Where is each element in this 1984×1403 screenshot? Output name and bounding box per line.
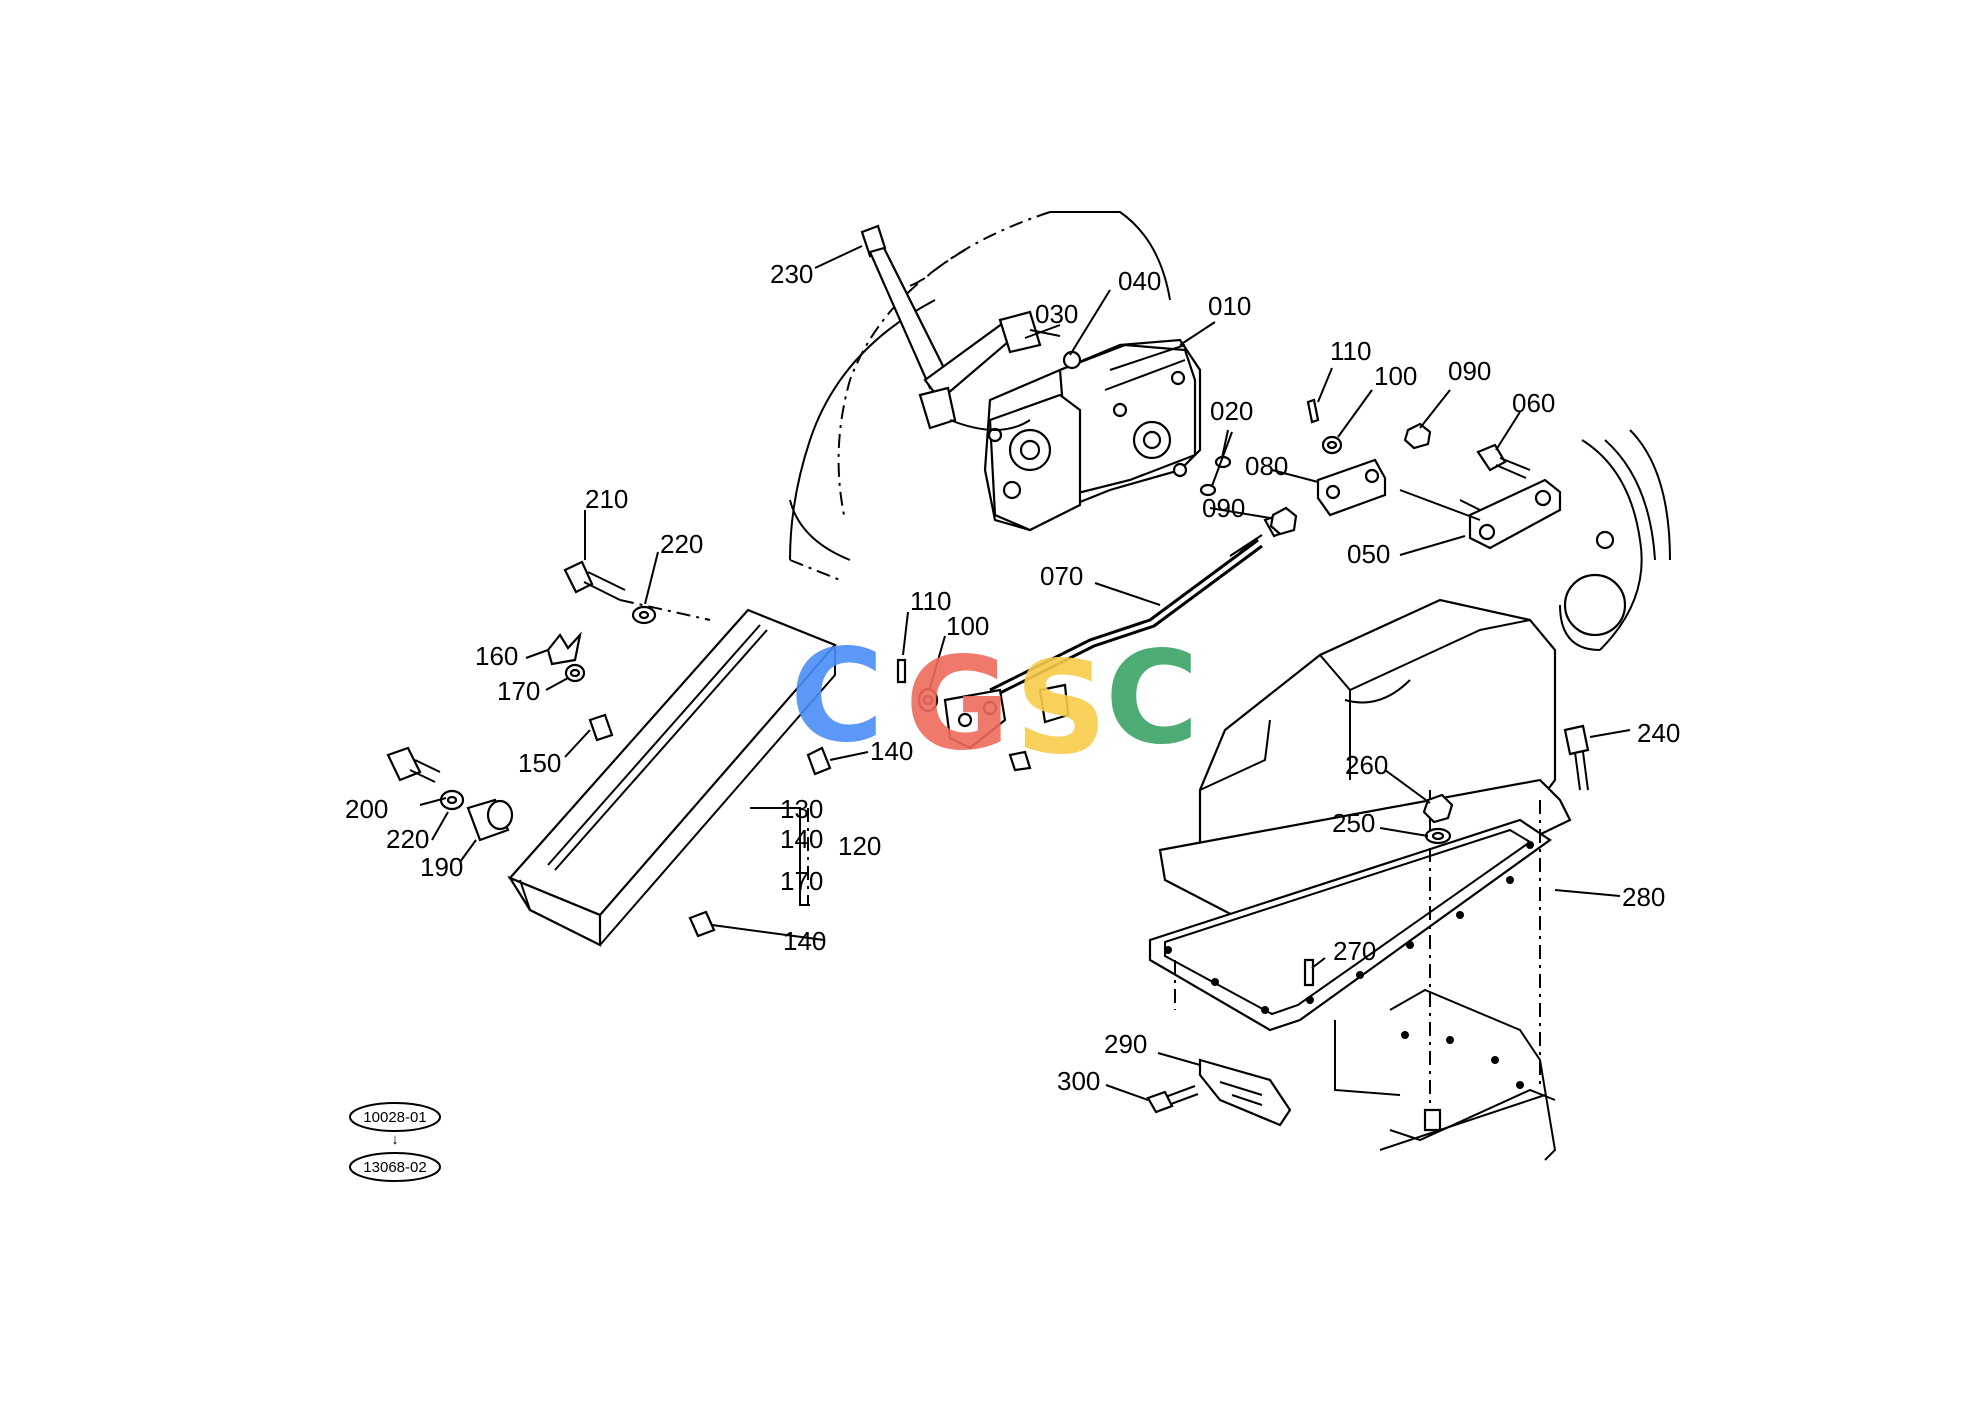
label-170-bracket: 170 — [780, 866, 823, 896]
spacer-190 — [466, 798, 514, 842]
transmission-housing-outline — [1559, 429, 1671, 651]
washer-220-lower — [439, 789, 465, 811]
bolt-210 — [563, 560, 626, 601]
washers-020 — [1199, 455, 1232, 497]
clip-140-upper — [806, 746, 832, 776]
label-070: 070 — [1040, 561, 1083, 591]
label-040: 040 — [1118, 266, 1161, 296]
reference-codes: 10028-01 ↓ 13068-02 — [349, 1102, 441, 1182]
reference-arrow: ↓ — [391, 1131, 399, 1148]
cover-plate-290 — [1198, 1058, 1292, 1127]
label-010: 010 — [1208, 291, 1251, 321]
label-060: 060 — [1512, 388, 1555, 418]
watermark-letter-1: C — [790, 622, 884, 771]
label-140-lower: 140 — [783, 926, 826, 956]
label-090-left: 090 — [1202, 493, 1245, 523]
washer-250 — [1424, 827, 1452, 845]
washer-100-lower — [917, 687, 939, 713]
label-240: 240 — [1637, 718, 1680, 748]
pin-110-lower — [896, 658, 907, 684]
label-110-upper: 110 — [1330, 336, 1371, 366]
label-140-upper: 140 — [870, 736, 913, 766]
reference-oval-2 — [349, 1152, 441, 1182]
label-120: 120 — [838, 831, 881, 861]
stud-lower — [1423, 1108, 1442, 1132]
label-020: 020 — [1210, 396, 1253, 426]
engine-housing-outline — [789, 211, 1171, 581]
reference-oval-1 — [349, 1102, 441, 1132]
clip-140-lower — [688, 910, 716, 938]
bracket-080 — [1316, 458, 1387, 517]
label-300: 300 — [1057, 1066, 1100, 1096]
lift-lever-230 — [860, 224, 1082, 431]
bolt-060 — [1476, 443, 1531, 479]
guard-130 — [507, 599, 837, 947]
nuts-090 — [1269, 422, 1432, 536]
label-030: 030 — [1035, 299, 1078, 329]
label-160: 160 — [475, 641, 518, 671]
label-270: 270 — [1333, 936, 1376, 966]
watermark-letter-2: G — [905, 630, 1010, 779]
gasket-280 — [1148, 818, 1552, 1032]
label-230: 230 — [770, 259, 813, 289]
watermark-letter-3: S — [1015, 634, 1107, 783]
label-210: 210 — [585, 484, 628, 514]
washer-220-upper — [631, 605, 657, 625]
label-290: 290 — [1104, 1029, 1147, 1059]
washer-170 — [564, 663, 586, 683]
label-100-upper: 100 — [1374, 361, 1417, 391]
bolt-240 — [1563, 724, 1590, 791]
watermark-letter-4: C — [1105, 624, 1199, 773]
nut-160 — [546, 631, 582, 666]
part-labels: 230 030 040 010 020 090 080 110 100 090 … — [345, 259, 1680, 1096]
label-220-upper: 220 — [660, 529, 703, 559]
label-250: 250 — [1332, 808, 1375, 838]
label-100-lower: 100 — [946, 611, 989, 641]
lower-housing-outline — [1174, 790, 1557, 1161]
label-190: 190 — [420, 852, 463, 882]
plate-050 — [1399, 478, 1562, 550]
label-130: 130 — [780, 794, 823, 824]
label-050: 050 — [1347, 539, 1390, 569]
label-260: 260 — [1345, 750, 1388, 780]
bolt-300 — [1146, 1085, 1199, 1114]
bolt-200 — [386, 746, 441, 783]
pin-110-upper — [1306, 398, 1320, 424]
label-280: 280 — [1622, 882, 1665, 912]
label-090-right: 090 — [1448, 356, 1491, 386]
label-170-left: 170 — [497, 676, 540, 706]
label-140-mid: 140 — [780, 824, 823, 854]
linkage-bracket — [943, 683, 1070, 772]
washer-100-upper — [1321, 435, 1343, 455]
nut-260 — [1422, 793, 1454, 824]
hydraulic-pump-010 — [983, 338, 1202, 532]
watermark: C G S C — [790, 622, 1199, 783]
label-220-lower: 220 — [386, 824, 429, 854]
reference-code-1: 10028-01 — [363, 1109, 426, 1126]
label-200: 200 — [345, 794, 388, 824]
pin-270 — [1303, 958, 1315, 987]
reference-code-2: 13068-02 — [363, 1159, 426, 1176]
leader-lines — [419, 245, 1631, 1101]
label-150: 150 — [518, 748, 561, 778]
clip-150 — [588, 713, 614, 742]
label-080: 080 — [1245, 451, 1288, 481]
label-110-lower: 110 — [910, 586, 951, 616]
